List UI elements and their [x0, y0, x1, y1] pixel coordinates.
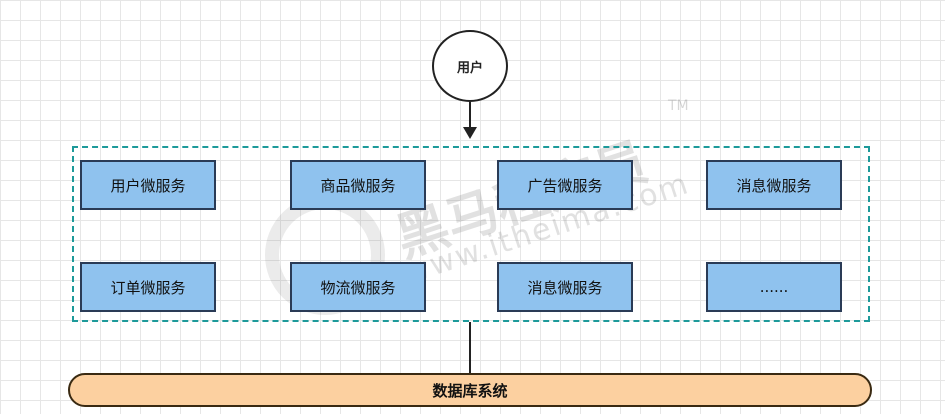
user-to-services-connector — [469, 102, 471, 128]
service-message-2[interactable]: 消息微服务 — [497, 262, 633, 312]
services-to-database-connector — [469, 322, 471, 374]
watermark-tm: TM — [668, 98, 689, 114]
service-product[interactable]: 商品微服务 — [290, 160, 426, 210]
service-more[interactable]: ...... — [706, 262, 842, 312]
user-node[interactable]: 用户 — [432, 30, 508, 102]
service-logistics[interactable]: 物流微服务 — [290, 262, 426, 312]
service-message[interactable]: 消息微服务 — [706, 160, 842, 210]
database-system[interactable]: 数据库系统 — [68, 373, 872, 407]
service-ad[interactable]: 广告微服务 — [497, 160, 633, 210]
microservices-group — [72, 146, 870, 322]
service-user[interactable]: 用户微服务 — [80, 160, 216, 210]
service-order[interactable]: 订单微服务 — [80, 262, 216, 312]
arrow-down-icon — [463, 127, 477, 139]
